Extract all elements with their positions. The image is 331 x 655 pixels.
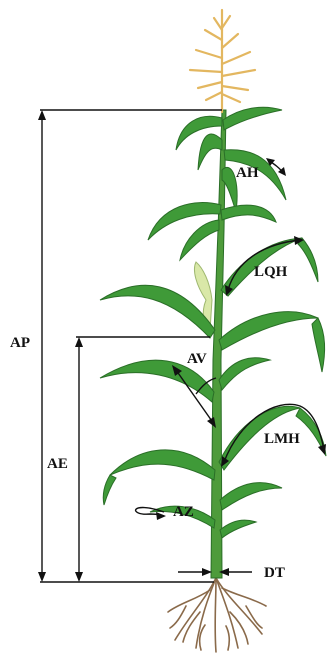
- ap-arrow-bottom: [38, 572, 46, 582]
- label-lqh: LQH: [254, 264, 288, 280]
- ae-arrow-bottom: [75, 572, 83, 582]
- ap-arrow-top: [38, 110, 46, 120]
- tassel: [190, 10, 255, 112]
- label-ah: AH: [236, 165, 259, 181]
- leaves: [100, 107, 326, 538]
- az-arrowhead: [156, 512, 166, 520]
- label-lmh: LMH: [264, 431, 300, 447]
- roots: [168, 578, 266, 652]
- maize-plant-illustration: [100, 10, 326, 652]
- label-av: AV: [187, 351, 207, 367]
- label-az: AZ: [173, 504, 194, 520]
- ae-arrow-top: [75, 337, 83, 347]
- label-dt: DT: [264, 565, 285, 581]
- label-ae: AE: [47, 456, 68, 472]
- dt-arrowhead-left: [202, 568, 212, 576]
- lmh-arrowhead-2: [318, 444, 326, 455]
- label-ap: AP: [10, 335, 30, 351]
